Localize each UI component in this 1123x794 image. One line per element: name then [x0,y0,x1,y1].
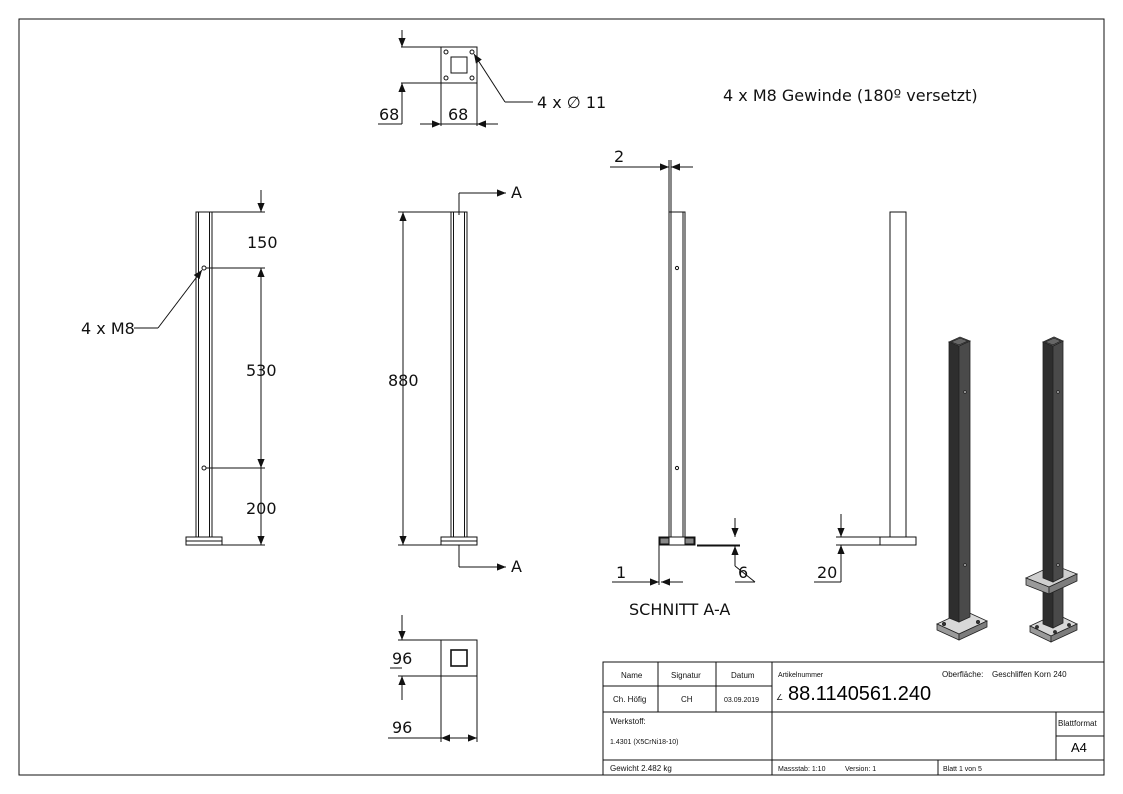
tb-artikel-prefix: ∠ [776,693,783,702]
dim-total-height: 880 [388,371,419,390]
tb-gewicht: Gewicht 2.482 kg [610,764,672,773]
section-mark-top: A [511,183,522,202]
tb-col-datum: Datum [731,671,755,680]
dim-front-middle: 530 [246,361,277,380]
iso-view-1 [936,336,988,641]
section-label: SCHNITT A-A [629,600,730,619]
drawing-border [18,18,1105,776]
tb-name: Ch. Höfig [613,695,646,704]
tb-version: Version: 1 [845,766,876,773]
dim-plate-back: 20 [817,563,837,582]
tb-werkstoff-value: 1.4301 (X5CrNi18-10) [610,739,678,746]
iso-view-2 [1024,336,1079,643]
tb-oberflaeche-value: Geschliffen Korn 240 [992,670,1067,679]
dim-offset: 1 [616,563,626,582]
bottom-view [388,615,478,742]
dim-bottom-height: 96 [392,649,412,668]
tb-blatt: Blatt 1 von 5 [943,766,982,773]
hole-callout: 4 x ∅ 11 [537,93,606,112]
section-mark-bottom: A [511,557,522,576]
tb-werkstoff-label: Werkstoff: [610,717,646,726]
thread-note: 4 x M8 Gewinde (180º versetzt) [723,86,978,105]
top-view [378,30,533,128]
tb-col-signatur: Signatur [671,671,701,680]
dim-flange-width: 68 [448,105,468,124]
tb-artikel-nummer: 88.1140561.240 [788,683,931,705]
side-view [398,189,506,571]
dim-flange-height: 68 [379,105,399,124]
title-block [602,661,1105,776]
back-view [814,211,917,583]
tb-blattformat-value: A4 [1071,740,1087,755]
dim-front-top: 150 [247,233,278,252]
front-view [134,190,265,546]
section-view [610,160,756,586]
tb-artikel-label: Artikelnummer [778,672,824,679]
dim-plate-section: 6 [738,563,748,582]
dim-wall: 2 [614,147,624,166]
tb-datum: 03.09.2019 [724,697,759,704]
tb-oberflaeche-label: Oberfläche: [942,670,983,679]
dim-front-bottom: 200 [246,499,277,518]
tb-blattformat-label: Blattformat [1058,719,1097,728]
tb-col-name: Name [621,671,643,680]
dim-bottom-width: 96 [392,718,412,737]
tb-massstab: Massstab: 1:10 [778,766,826,773]
tb-signatur: CH [681,695,693,704]
thread-callout: 4 x M8 [81,319,135,338]
